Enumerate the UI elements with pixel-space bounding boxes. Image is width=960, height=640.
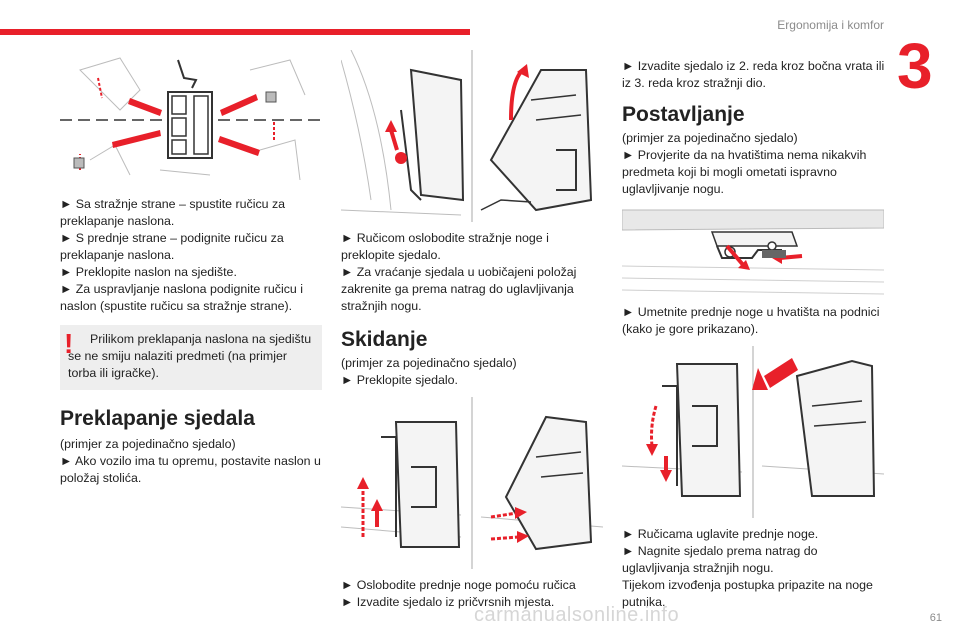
step-text: ► Ručicom oslobodite stražnje noge i pre… xyxy=(341,231,549,262)
illustration-floor-anchor xyxy=(622,206,886,298)
step-text: ► Umetnite prednje noge u hvatišta na po… xyxy=(622,305,880,336)
illustration-front-legs-release xyxy=(341,397,603,569)
section-text: (primjer za pojedinačno sjedalo) xyxy=(341,356,517,370)
section-text: ► Ako vozilo ima tu opremu, postavite na… xyxy=(60,454,321,485)
step-text: ► Oslobodite prednje noge pomoću ručica xyxy=(341,578,576,592)
section-heading: Postavljanje xyxy=(622,103,745,126)
left-column: ► Sa stražnje strane – spustite ručicu z… xyxy=(60,50,322,487)
step-text: ► Nagnite sjedalo prema natrag do uglavl… xyxy=(622,544,818,575)
step-text: ► Preklopite naslon na sjedište. xyxy=(60,265,237,279)
section-header: Ergonomija i komfor xyxy=(777,18,884,32)
step-text: ► S prednje strane – podignite ručicu za… xyxy=(60,231,284,262)
header-accent-bar xyxy=(0,29,470,35)
intro-text: ► Izvadite sjedalo iz 2. reda kroz bočna… xyxy=(622,59,885,90)
step-text: ► Za vraćanje sjedala u uobičajeni polož… xyxy=(341,265,577,313)
illustration-front-legs-lock xyxy=(622,346,886,518)
section-text: ► Preklopite sjedalo. xyxy=(341,373,458,387)
section-text: (primjer za pojedinačno sjedalo) xyxy=(60,437,236,451)
chapter-number: 3 xyxy=(897,30,933,102)
illustration-backrest-levers xyxy=(60,50,322,188)
step-text: ► Sa stražnje strane – spustite ručicu z… xyxy=(60,197,286,228)
warning-note: ! Prilikom preklapanja naslona na sjediš… xyxy=(60,325,322,390)
right-column: ► Izvadite sjedalo iz 2. reda kroz bočna… xyxy=(622,58,886,611)
exclamation-icon: ! xyxy=(64,328,74,359)
step-text: ► Izvadite sjedalo iz pričvrsnih mjesta. xyxy=(341,595,555,609)
illustration-rear-legs xyxy=(341,50,603,222)
warning-text: Prilikom preklapanja naslona na sjedištu… xyxy=(68,332,312,380)
step-text: ► Ručicama uglavite prednje noge. xyxy=(622,527,819,541)
step-text: Tijekom izvođenja postupka pripazite na … xyxy=(622,578,873,609)
page-number: 61 xyxy=(929,612,942,624)
section-text: ► Provjerite da na hvatištima nema nikak… xyxy=(622,148,867,196)
middle-column: ► Ručicom oslobodite stražnje noge i pre… xyxy=(341,50,603,611)
section-heading: Preklapanje sjedala xyxy=(60,407,255,430)
section-heading: Skidanje xyxy=(341,328,428,351)
section-text: (primjer za pojedinačno sjedalo) xyxy=(622,131,798,145)
watermark: carmanualsonline.info xyxy=(474,604,680,626)
step-text: ► Za uspravljanje naslona podignite ruči… xyxy=(60,282,304,313)
